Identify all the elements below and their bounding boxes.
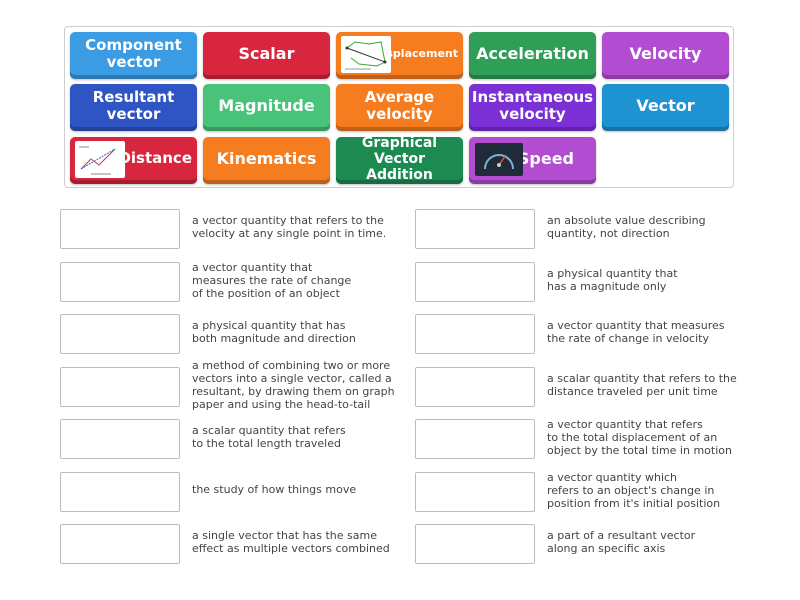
definition-right-3: a vector quantity that measures the rate… xyxy=(547,319,725,345)
drop-zone-right-6[interactable] xyxy=(415,472,535,512)
tile-component-vector[interactable]: Component vector xyxy=(70,32,197,79)
tile-label: Scalar xyxy=(238,43,295,63)
definition-left-6: the study of how things move xyxy=(192,483,357,496)
displacement-diagram-image xyxy=(341,36,391,73)
tile-acceleration[interactable]: Acceleration xyxy=(469,32,596,79)
drop-zone-left-1[interactable] xyxy=(60,209,180,249)
tile-distance[interactable]: Distance xyxy=(70,137,197,184)
drop-zone-right-7[interactable] xyxy=(415,524,535,564)
tile-speed[interactable]: Speed xyxy=(469,137,596,184)
tile-label: Speed xyxy=(517,148,574,168)
tile-graphical-vector-addition[interactable]: Graphical Vector Addition xyxy=(336,134,463,184)
distance-diagram-image xyxy=(75,141,125,178)
tile-magnitude[interactable]: Magnitude xyxy=(203,84,330,131)
tile-label: Average velocity xyxy=(364,87,435,123)
tile-label: Vector xyxy=(636,95,695,115)
definition-left-3: a physical quantity that has both magnit… xyxy=(192,319,356,345)
tile-label: Acceleration xyxy=(476,43,589,63)
tile-resultant-vector[interactable]: Resultant vector xyxy=(70,84,197,131)
tile-label: Magnitude xyxy=(218,95,315,115)
tile-label: Component vector xyxy=(85,35,182,71)
drop-zone-left-6[interactable] xyxy=(60,472,180,512)
drop-zone-right-1[interactable] xyxy=(415,209,535,249)
drop-zone-right-5[interactable] xyxy=(415,419,535,459)
tile-displacement[interactable]: Displacement xyxy=(336,32,463,79)
drop-zone-right-4[interactable] xyxy=(415,367,535,407)
definition-left-2: a vector quantity that measures the rate… xyxy=(192,261,352,300)
definition-left-1: a vector quantity that refers to the vel… xyxy=(192,214,387,240)
tile-label: Resultant vector xyxy=(92,87,175,123)
tile-instantaneous-velocity[interactable]: Instantaneous velocity xyxy=(469,84,596,131)
tile-label: Velocity xyxy=(629,43,702,63)
drop-zone-left-3[interactable] xyxy=(60,314,180,354)
definition-right-1: an absolute value describing quantity, n… xyxy=(547,214,706,240)
drop-zone-left-4[interactable] xyxy=(60,367,180,407)
tile-velocity[interactable]: Velocity xyxy=(602,32,729,79)
tile-scalar[interactable]: Scalar xyxy=(203,32,330,79)
definition-left-4: a method of combining two or more vector… xyxy=(192,359,395,411)
drop-zone-left-7[interactable] xyxy=(60,524,180,564)
definition-right-2: a physical quantity that has a magnitude… xyxy=(547,267,678,293)
definition-left-5: a scalar quantity that refers to the tot… xyxy=(192,424,346,450)
tile-label: Distance xyxy=(118,149,192,168)
tile-label: Displacement xyxy=(373,46,458,60)
definition-right-5: a vector quantity that refers to the tot… xyxy=(547,418,732,457)
drop-zone-right-3[interactable] xyxy=(415,314,535,354)
word-bank: Component vector Scalar Displacement Acc… xyxy=(64,26,734,188)
tile-kinematics[interactable]: Kinematics xyxy=(203,137,330,184)
definition-right-6: a vector quantity which refers to an obj… xyxy=(547,471,721,510)
tile-label: Kinematics xyxy=(216,148,317,168)
definition-right-7: a part of a resultant vector along an sp… xyxy=(547,529,696,555)
definition-left-7: a single vector that has the same effect… xyxy=(192,529,390,555)
definition-right-4: a scalar quantity that refers to the dis… xyxy=(547,372,737,398)
tile-label: Instantaneous velocity xyxy=(471,87,594,123)
tile-vector[interactable]: Vector xyxy=(602,84,729,131)
tile-average-velocity[interactable]: Average velocity xyxy=(336,84,463,131)
drop-zone-left-2[interactable] xyxy=(60,262,180,302)
tile-label: Graphical Vector Addition xyxy=(361,134,438,184)
speedometer-image xyxy=(475,143,523,176)
drop-zone-right-2[interactable] xyxy=(415,262,535,302)
drop-zone-left-5[interactable] xyxy=(60,419,180,459)
